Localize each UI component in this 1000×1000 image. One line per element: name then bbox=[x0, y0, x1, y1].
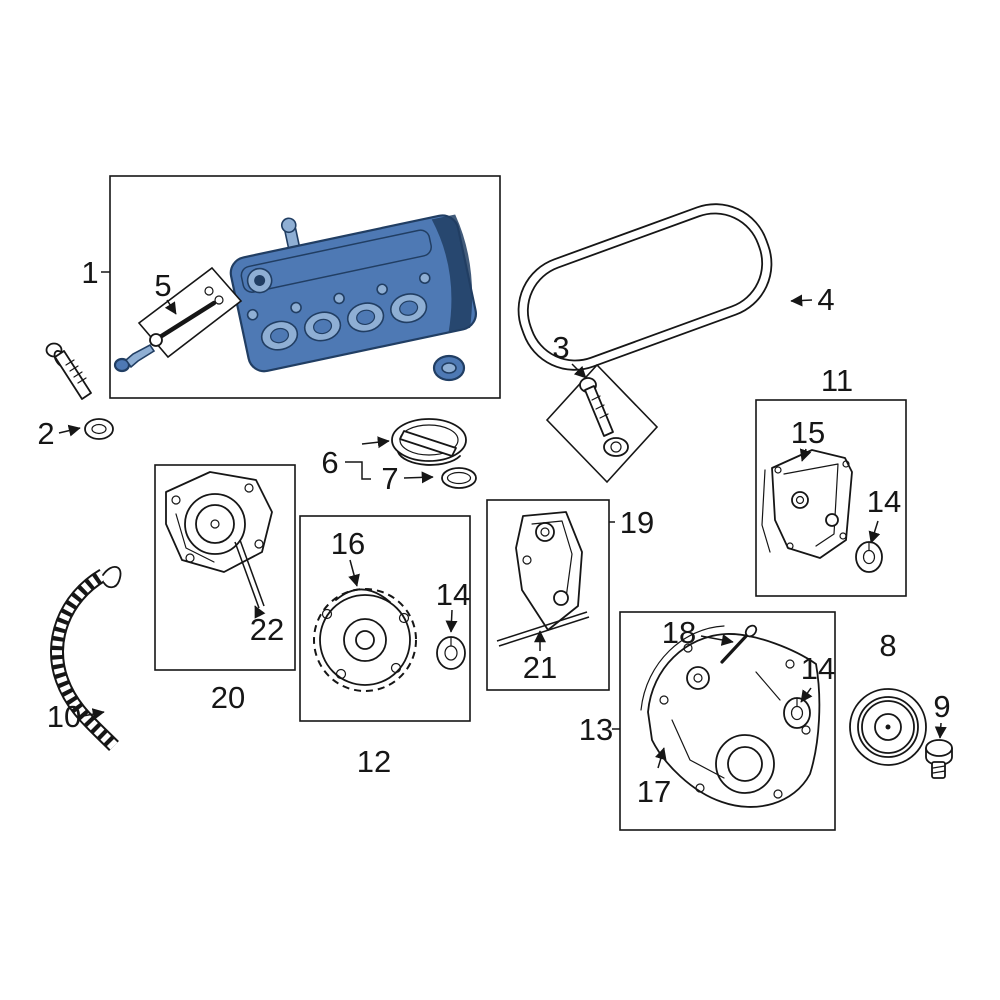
rear-belt-cover-group: 22 20 bbox=[154, 464, 296, 715]
callout-16: 16 bbox=[331, 526, 365, 561]
cover-bolt-drawing bbox=[113, 343, 156, 373]
callout-12: 12 bbox=[357, 744, 391, 779]
strip-22-drawing bbox=[234, 541, 260, 609]
pulley-bolt-group: 9 bbox=[925, 689, 953, 779]
callout-11: 11 bbox=[821, 363, 853, 398]
leader-22 bbox=[254, 605, 266, 619]
leader-5 bbox=[164, 299, 177, 315]
callout-3: 3 bbox=[552, 330, 569, 365]
leader-2 bbox=[58, 424, 81, 437]
valve-cover-group: 1 5 bbox=[81, 175, 501, 399]
callout-5: 5 bbox=[154, 268, 171, 303]
rear-upper-cover-drawing bbox=[771, 449, 853, 559]
timing-belt-group: 10 bbox=[47, 566, 122, 751]
callout-1: 1 bbox=[81, 255, 98, 290]
callout-13: 13 bbox=[579, 712, 613, 747]
callout-17: 17 bbox=[637, 774, 671, 809]
callout-4: 4 bbox=[817, 282, 834, 317]
cover-gasket-edge bbox=[640, 625, 725, 711]
rear-upper-cover-group: 11 15 14 bbox=[755, 363, 907, 597]
valve-cover-gasket-group: 4 bbox=[517, 203, 835, 371]
cover-gasket-line bbox=[761, 469, 771, 553]
pulley-drawing bbox=[849, 688, 927, 766]
callout-15: 15 bbox=[791, 415, 825, 450]
callout-2: 2 bbox=[37, 416, 54, 451]
grommet-drawing bbox=[84, 418, 114, 440]
valve-cover-drawing bbox=[229, 214, 477, 373]
callout-14-pump: 14 bbox=[436, 577, 470, 612]
leader-9 bbox=[934, 722, 947, 739]
side-bracket-group: 19 21 bbox=[486, 499, 654, 691]
leader-4 bbox=[790, 294, 813, 307]
callout-10: 10 bbox=[47, 699, 81, 734]
leader-3 bbox=[571, 363, 587, 379]
pump-drawing bbox=[319, 594, 411, 686]
belt-fold bbox=[102, 566, 122, 589]
bolt-grommet-group: 2 bbox=[37, 342, 114, 451]
leader-15 bbox=[799, 448, 812, 462]
leader-6 bbox=[361, 436, 390, 449]
leader-16 bbox=[348, 559, 360, 587]
leader-14-rear bbox=[868, 520, 881, 544]
leader-10 bbox=[82, 708, 105, 720]
callout-19: 19 bbox=[620, 505, 654, 540]
gasket-21-drawing bbox=[496, 611, 588, 642]
stud-kit-group: 3 bbox=[545, 330, 659, 484]
leader-18 bbox=[700, 634, 734, 646]
bracket-6 bbox=[345, 461, 371, 480]
leader-7 bbox=[403, 471, 434, 484]
callout-8: 8 bbox=[879, 628, 896, 663]
callout-9: 9 bbox=[933, 689, 950, 724]
callout-22: 22 bbox=[250, 612, 284, 647]
seal-kit-drawing bbox=[113, 266, 243, 373]
leader-14-pump bbox=[445, 609, 458, 633]
callout-7: 7 bbox=[381, 461, 398, 496]
bolt-18-drawing bbox=[720, 632, 750, 664]
callout-18: 18 bbox=[662, 615, 696, 650]
callout-20: 20 bbox=[211, 680, 245, 715]
cap-gasket-drawing bbox=[441, 467, 477, 489]
leader-14-front bbox=[800, 687, 813, 703]
callout-14-front: 14 bbox=[801, 651, 835, 686]
callout-21: 21 bbox=[523, 650, 557, 685]
filler-cap-group: 6 7 bbox=[321, 418, 477, 496]
crank-pulley-group: 8 bbox=[849, 628, 927, 766]
callout-14-rear: 14 bbox=[867, 484, 901, 519]
pump-group: 16 14 12 bbox=[299, 515, 471, 779]
front-lower-cover-group: 13 18 17 14 bbox=[579, 611, 836, 831]
callout-6: 6 bbox=[321, 445, 338, 480]
pump-outer-teeth bbox=[313, 588, 417, 692]
leader-17 bbox=[655, 747, 667, 769]
